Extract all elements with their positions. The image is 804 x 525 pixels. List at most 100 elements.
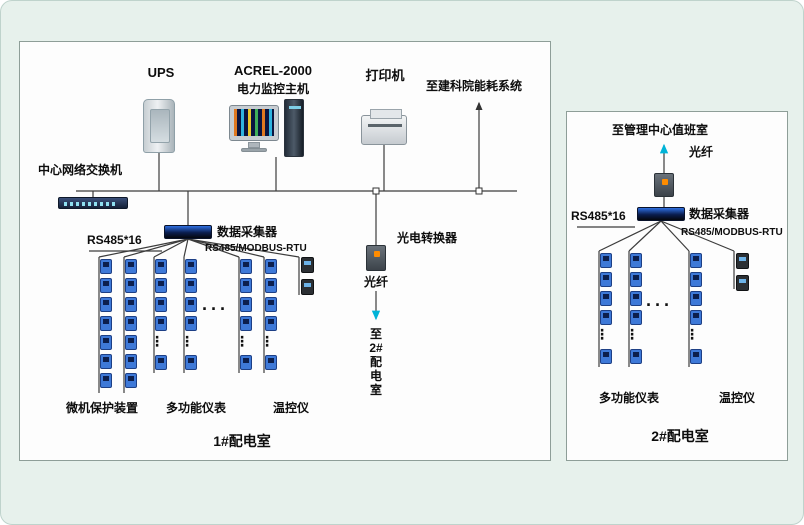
rs485-label: RS485*16	[87, 233, 142, 247]
optical-converter-device	[366, 245, 386, 271]
collector-label: 数据采集器	[689, 207, 750, 221]
ellipsis-horizontal: ···	[202, 299, 229, 319]
meters-label: 多功能仪表	[598, 391, 659, 405]
meter-device	[600, 349, 612, 364]
meter-device	[630, 349, 642, 364]
meter-device	[600, 291, 612, 306]
modbus-label: RS485/MODBUS-RTU	[205, 243, 307, 254]
optical-converter-device	[654, 173, 674, 197]
switch-label: 中心网络交换机	[37, 163, 122, 177]
data-collector-device	[637, 207, 685, 221]
ellipsis-horizontal: ···	[646, 295, 673, 315]
meter-device	[630, 253, 642, 268]
room1-wiring	[76, 101, 517, 393]
meter-device	[100, 316, 112, 331]
temp-controller-device	[736, 275, 749, 291]
meter-device	[185, 297, 197, 312]
meter-device	[240, 297, 252, 312]
meter-device	[100, 297, 112, 312]
energy-system-label: 至建科院能耗系统	[425, 79, 522, 93]
meter-device	[125, 316, 137, 331]
meter-device	[125, 335, 137, 350]
meter-device	[630, 291, 642, 306]
bus-node	[475, 187, 483, 195]
rs485-label: RS485*16	[571, 209, 626, 223]
ellipsis-vertical: ⋮	[260, 333, 274, 349]
meter-device	[100, 259, 112, 274]
monitor-device	[229, 105, 279, 141]
meter-device	[690, 349, 702, 364]
meter-device	[155, 355, 167, 370]
printer-device	[361, 109, 407, 145]
meter-device	[125, 259, 137, 274]
room1-title: 1#配电室	[213, 433, 271, 449]
meter-device	[690, 291, 702, 306]
ups-device	[143, 99, 175, 153]
meter-device	[265, 316, 277, 331]
modbus-label: RS485/MODBUS-RTU	[681, 227, 783, 238]
meter-device	[185, 316, 197, 331]
temp-label: 温控仪	[718, 391, 755, 405]
fiber-label: 光纤	[363, 275, 388, 289]
meter-device	[240, 316, 252, 331]
meter-device	[265, 259, 277, 274]
ellipsis-vertical: ⋮	[625, 326, 639, 342]
meter-device	[240, 259, 252, 274]
meter-device	[690, 310, 702, 325]
ellipsis-vertical: ⋮	[235, 333, 249, 349]
meter-device	[265, 297, 277, 312]
to-mgmt-label: 至管理中心值班室	[611, 123, 708, 137]
meter-device	[125, 297, 137, 312]
meter-device	[100, 373, 112, 388]
meter-device	[690, 272, 702, 287]
network-switch-device	[58, 197, 128, 209]
bus-node	[372, 187, 380, 195]
monitor-stand	[248, 142, 260, 148]
meter-device	[155, 278, 167, 293]
monitor-screen	[234, 109, 274, 136]
host-tower-device	[284, 99, 304, 157]
meter-device	[100, 354, 112, 369]
temp-controller-device	[736, 253, 749, 269]
meter-device	[185, 259, 197, 274]
ellipsis-vertical: ⋮	[685, 326, 699, 342]
meter-device	[600, 272, 612, 287]
meter-device	[185, 355, 197, 370]
meter-device	[630, 272, 642, 287]
host-label-line2: 电力监控主机	[236, 82, 309, 96]
meter-device	[240, 278, 252, 293]
meter-device	[600, 253, 612, 268]
ellipsis-vertical: ⋮	[595, 326, 609, 342]
meter-device	[125, 278, 137, 293]
room2-wiring	[577, 143, 735, 367]
converter-label: 光电转换器	[397, 231, 458, 245]
meter-device	[265, 278, 277, 293]
meter-device	[600, 310, 612, 325]
meter-device	[240, 355, 252, 370]
meter-device	[100, 335, 112, 350]
meter-device	[630, 310, 642, 325]
fiber-label: 光纤	[689, 145, 714, 159]
meter-device	[185, 278, 197, 293]
ups-label: UPS	[147, 65, 175, 80]
meter-device	[100, 278, 112, 293]
temp-controller-device	[301, 257, 314, 273]
room2-title: 2#配电室	[651, 428, 709, 444]
temp-controller-device	[301, 279, 314, 295]
meters-label: 多功能仪表	[165, 401, 226, 415]
monitor-base	[241, 148, 267, 152]
ellipsis-vertical: ⋮	[180, 333, 194, 349]
meter-device	[265, 355, 277, 370]
meter-device	[155, 297, 167, 312]
meter-device	[690, 253, 702, 268]
protection-label: 微机保护装置	[65, 401, 138, 415]
meter-device	[155, 316, 167, 331]
meter-device	[155, 259, 167, 274]
temp-label: 温控仪	[272, 401, 309, 415]
collector-label: 数据采集器	[217, 225, 278, 239]
to-room2-label: 至 2# 配 电 室	[369, 327, 383, 397]
meter-device	[125, 354, 137, 369]
host-label-line1: ACREL-2000	[233, 63, 313, 78]
